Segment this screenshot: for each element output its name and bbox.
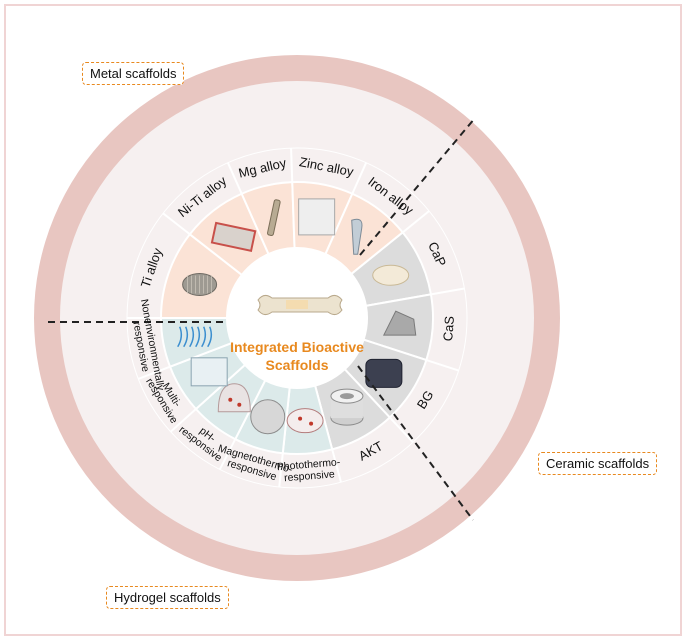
ceramic-item-3-illustration: [330, 388, 364, 426]
ring-separator: [426, 359, 459, 372]
metal-item-1-illustration: [210, 221, 257, 252]
ring-separator: [351, 162, 368, 195]
ceramic-item-1-illustration: [382, 310, 417, 336]
ring-separator: [137, 365, 171, 380]
ring-separator: [218, 438, 237, 470]
ceramic-scaffolds-label: Ceramic scaffolds: [538, 452, 658, 475]
category-divider-1: [359, 117, 476, 256]
metal-item-0-illustration: [182, 272, 218, 296]
metal-item-4-illustration: [351, 218, 363, 255]
ring-separator: [402, 210, 430, 234]
category-divider-2: [357, 365, 474, 521]
dividers: [48, 117, 476, 521]
center-title-line2: Scaffolds: [265, 357, 328, 373]
ring-separator: [430, 287, 465, 296]
hydrogel-item-0-illustration: [177, 326, 213, 348]
bone-icon: [257, 294, 343, 316]
ring-separator: [162, 212, 191, 236]
label-ring-edge: [126, 147, 468, 489]
ring-separator: [290, 148, 294, 183]
sector-hydrogel-0: [159, 317, 233, 369]
ring-separator: [389, 416, 414, 444]
ring-separator: [331, 449, 342, 483]
center-hub: Integrated Bioactive Scaffolds: [228, 249, 366, 387]
ceramic-item-1-label: CaS: [440, 315, 457, 342]
center-title-line1: Integrated Bioactive: [230, 339, 364, 355]
figure-border: [4, 4, 682, 636]
hydrogel-item-4-label-line-1: responsive: [284, 468, 336, 484]
ring-separator: [169, 408, 197, 433]
metal-item-2-illustration: [267, 199, 281, 236]
center-circle: [228, 249, 366, 387]
metal-scaffolds-label: Metal scaffolds: [82, 62, 185, 85]
ceramic-item-2-illustration: [365, 358, 403, 388]
hydrogel-scaffolds-label: Hydrogel scaffolds: [106, 586, 229, 609]
metal-item-3-illustration: [298, 198, 336, 236]
hydrogel-item-4-label-line-0: Photothermo-: [276, 456, 341, 473]
hydrogel-item-3-illustration: [250, 399, 286, 435]
ring-separator: [278, 453, 284, 488]
hydrogel-item-2-illustration: [217, 383, 251, 413]
hydrogel-item-1-illustration: [190, 357, 228, 387]
ring-separator: [226, 162, 243, 195]
hydrogel-item-4-label: Photothermo-responsive: [276, 456, 342, 485]
hydrogel-item-4-illustration: [286, 408, 324, 434]
illustrations: [177, 198, 417, 435]
ceramic-item-0-illustration: [372, 264, 410, 286]
